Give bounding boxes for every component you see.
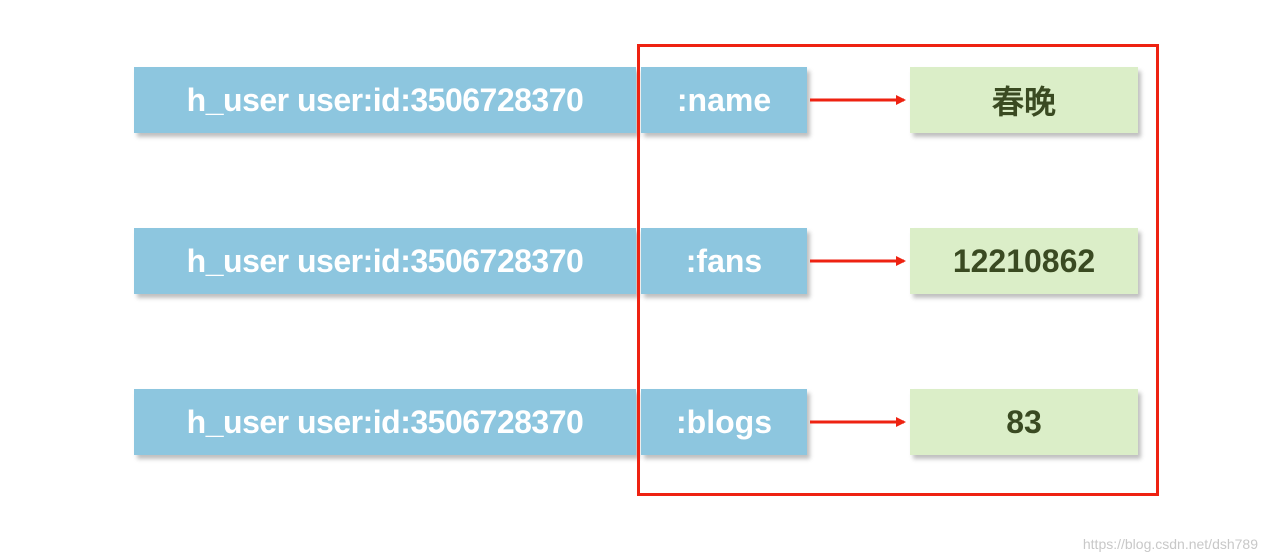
hash-field-label: :fans xyxy=(685,242,763,279)
hash-key-box: h_user user:id:3506728370 xyxy=(134,67,636,133)
hash-field-label: :blogs xyxy=(676,403,772,440)
hash-field-box: :fans xyxy=(641,228,807,294)
hash-value-box: 春晚 xyxy=(910,67,1138,133)
hash-field-label: :name xyxy=(676,81,772,118)
hash-value-box: 83 xyxy=(910,389,1138,455)
hash-value-label: 12210862 xyxy=(952,242,1096,279)
hash-key-label: h_user user:id:3506728370 xyxy=(186,403,584,440)
hash-key-label: h_user user:id:3506728370 xyxy=(186,81,584,118)
hash-value-box: 12210862 xyxy=(910,228,1138,294)
hash-key-label: h_user user:id:3506728370 xyxy=(186,242,584,279)
hash-value-label: 春晚 xyxy=(991,84,1056,120)
hash-field-box: :name xyxy=(641,67,807,133)
hash-value-label: 83 xyxy=(1006,403,1042,440)
watermark-text: https://blog.csdn.net/dsh789 xyxy=(1082,536,1258,552)
hash-key-box: h_user user:id:3506728370 xyxy=(134,228,636,294)
highlight-frame xyxy=(637,44,1159,496)
hash-field-box: :blogs xyxy=(641,389,807,455)
hash-key-box: h_user user:id:3506728370 xyxy=(134,389,636,455)
